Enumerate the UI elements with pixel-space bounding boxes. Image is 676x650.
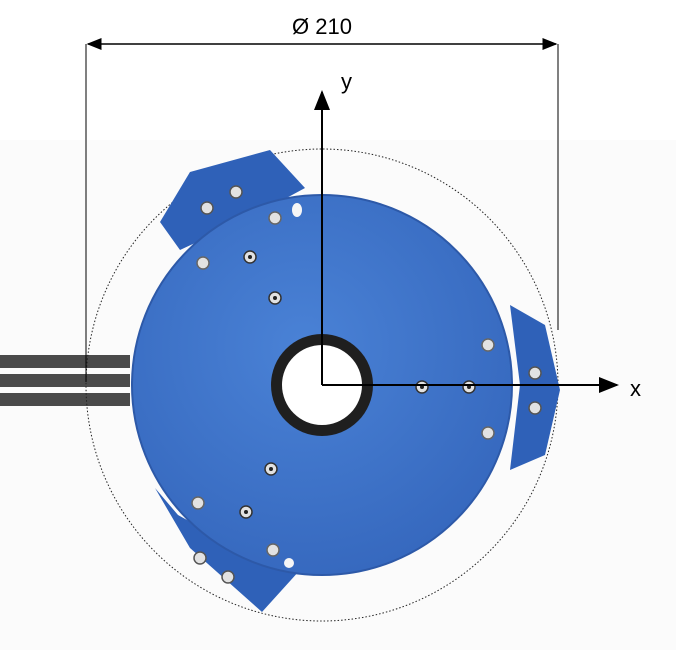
bracket-screw [528, 401, 542, 415]
cable [0, 393, 130, 406]
cable-bundle [0, 355, 130, 406]
screw-hole-center [273, 296, 277, 300]
cable [0, 374, 130, 387]
screw-hole-center [244, 510, 248, 514]
slot-hole [292, 203, 302, 217]
coordinate-axes: y x [314, 69, 641, 401]
x-axis-label: x [630, 376, 641, 401]
screw-hole [268, 211, 282, 225]
bracket-screw [229, 185, 243, 199]
y-axis-label: y [341, 69, 352, 94]
diameter-dimension: Ø 210 [85, 14, 559, 382]
screw-hole [266, 543, 280, 557]
slot-hole [284, 558, 294, 568]
bracket-screw [528, 366, 542, 380]
diameter-label: Ø 210 [292, 14, 352, 39]
screw-hole [196, 256, 210, 270]
screw-hole [191, 496, 205, 510]
screw-hole-center [248, 255, 252, 259]
cable [0, 355, 130, 368]
screw-hole [481, 426, 495, 440]
screw-hole-center [269, 467, 273, 471]
bracket-right [510, 305, 560, 470]
bracket-top-left [160, 150, 305, 250]
screw-hole [481, 338, 495, 352]
bracket-screw [200, 201, 214, 215]
disc-holes [191, 203, 495, 568]
bracket-screw [221, 570, 235, 584]
bracket-screw [193, 551, 207, 565]
